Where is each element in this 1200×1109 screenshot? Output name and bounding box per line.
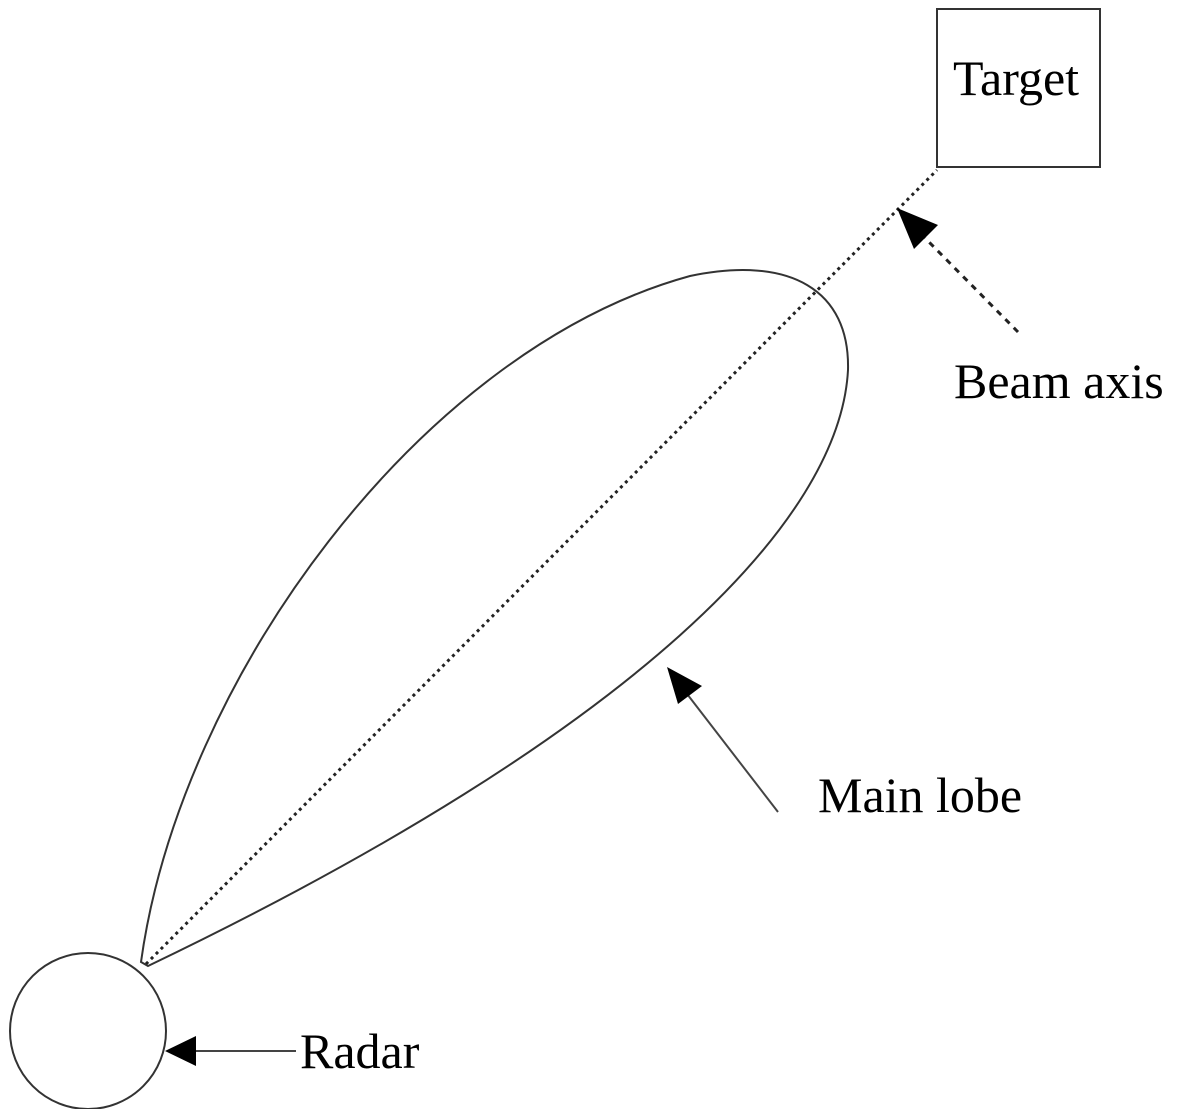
radar-label: Radar — [300, 1023, 420, 1079]
radar-arrowhead — [165, 1036, 196, 1066]
target-box — [936, 8, 1101, 168]
beam-axis-pointer-line — [923, 236, 1020, 334]
target-label: Target — [953, 50, 1079, 106]
main-lobe-pointer-line — [683, 689, 779, 813]
beam-axis-line — [144, 168, 939, 966]
beam-axis-label: Beam axis — [954, 353, 1164, 409]
beam-axis-arrowhead — [897, 208, 938, 249]
main-lobe-outline — [139, 269, 850, 968]
main-lobe-arrowhead — [667, 667, 702, 704]
radar-circle — [9, 952, 167, 1109]
main-lobe-label: Main lobe — [818, 767, 1022, 823]
